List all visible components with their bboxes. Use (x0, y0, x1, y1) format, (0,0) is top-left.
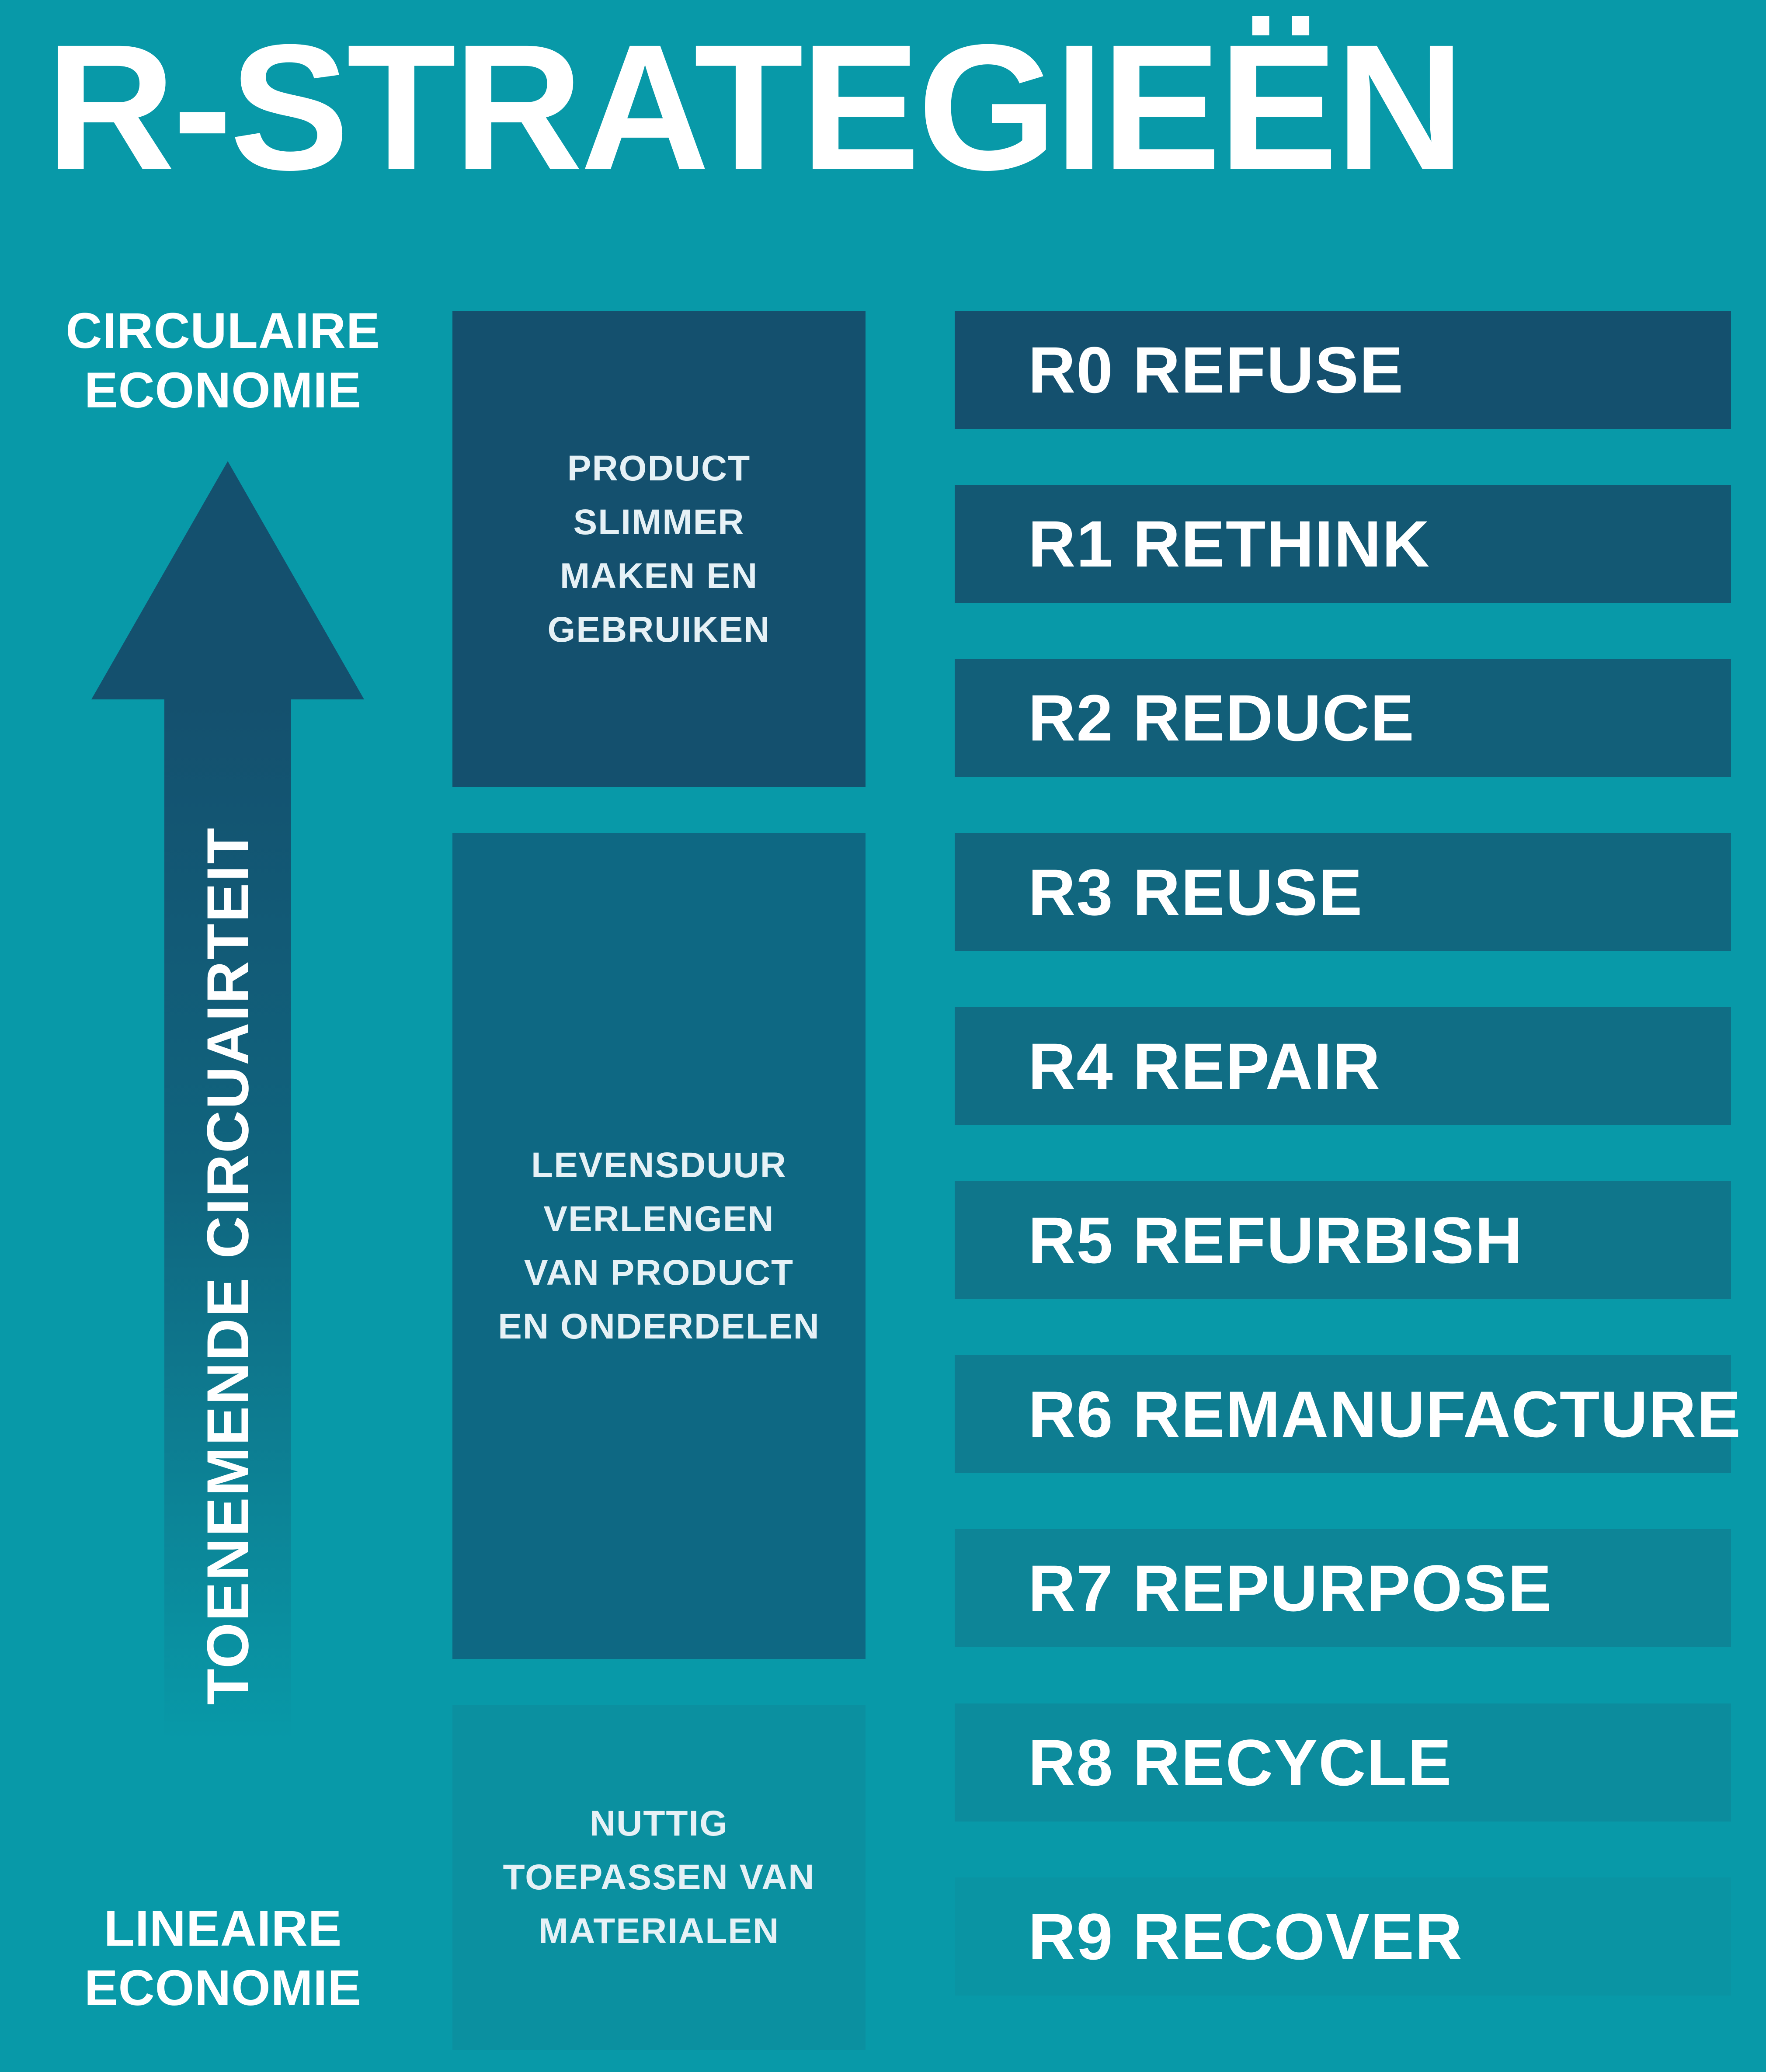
group-box-label-line: MAKEN EN (560, 556, 758, 596)
linear-economy-label: LINEAIRE ECONOMIE (61, 1899, 385, 2018)
strategy-bar: R6 REMANUFACTURE (955, 1355, 1741, 1473)
group-box-label: NUTTIG TOEPASSEN VAN MATERIALEN (503, 1797, 815, 1958)
group-box-label-line: VERLENGEN (543, 1199, 775, 1239)
group-box-label-line: MATERIALEN (538, 1911, 780, 1951)
group-box-label-line: LEVENSDUUR (531, 1145, 787, 1185)
circular-economy-line: CIRCULAIRE (66, 303, 380, 359)
group-box-label: LEVENSDUUR VERLENGEN VAN PRODUCT EN ONDE… (498, 1138, 820, 1353)
strategy-bar: R9 RECOVER (955, 1877, 1731, 1996)
linear-economy-line: LINEAIRE (104, 1901, 342, 1957)
strategy-bar: R8 RECYCLE (955, 1703, 1731, 1822)
strategy-bar: R0 REFUSE (955, 311, 1731, 429)
strategy-bar: R7 REPURPOSE (955, 1529, 1731, 1647)
group-box-label-line: PRODUCT (567, 448, 751, 488)
circular-economy-line: ECONOMIE (84, 362, 362, 418)
strategy-bar: R1 RETHINK (955, 485, 1731, 603)
group-box-label-line: TOEPASSEN VAN (503, 1857, 815, 1897)
group-box-label-line: VAN PRODUCT (524, 1253, 794, 1293)
group-box-label-line: GEBRUIKEN (547, 609, 771, 650)
page-title: R-STRATEGIEËN (46, 7, 1465, 207)
strategy-bar: R3 REUSE (955, 833, 1731, 951)
arrow-shaft (164, 697, 291, 1740)
group-box-product-smarter: PRODUCT SLIMMER MAKEN EN GEBRUIKEN (452, 311, 866, 787)
group-box-label-line: NUTTIG (589, 1804, 729, 1843)
strategy-bar: R5 REFURBISH (955, 1181, 1731, 1299)
increasing-circularity-label: TOENEMENDE CIRCUAIRTEIT (195, 826, 261, 1705)
arrow-up-icon (91, 461, 364, 699)
circular-economy-label: CIRCULAIRE ECONOMIE (61, 302, 385, 420)
group-box-useful-application: NUTTIG TOEPASSEN VAN MATERIALEN (452, 1705, 866, 2050)
strategy-bar: R4 REPAIR (955, 1007, 1731, 1125)
group-box-extend-lifespan: LEVENSDUUR VERLENGEN VAN PRODUCT EN ONDE… (452, 833, 866, 1659)
group-box-label: PRODUCT SLIMMER MAKEN EN GEBRUIKEN (547, 442, 770, 657)
group-box-label-line: SLIMMER (573, 502, 745, 542)
linear-economy-line: ECONOMIE (84, 1960, 362, 2016)
strategy-bar: R2 REDUCE (955, 659, 1731, 777)
group-box-label-line: EN ONDERDELEN (498, 1307, 820, 1346)
